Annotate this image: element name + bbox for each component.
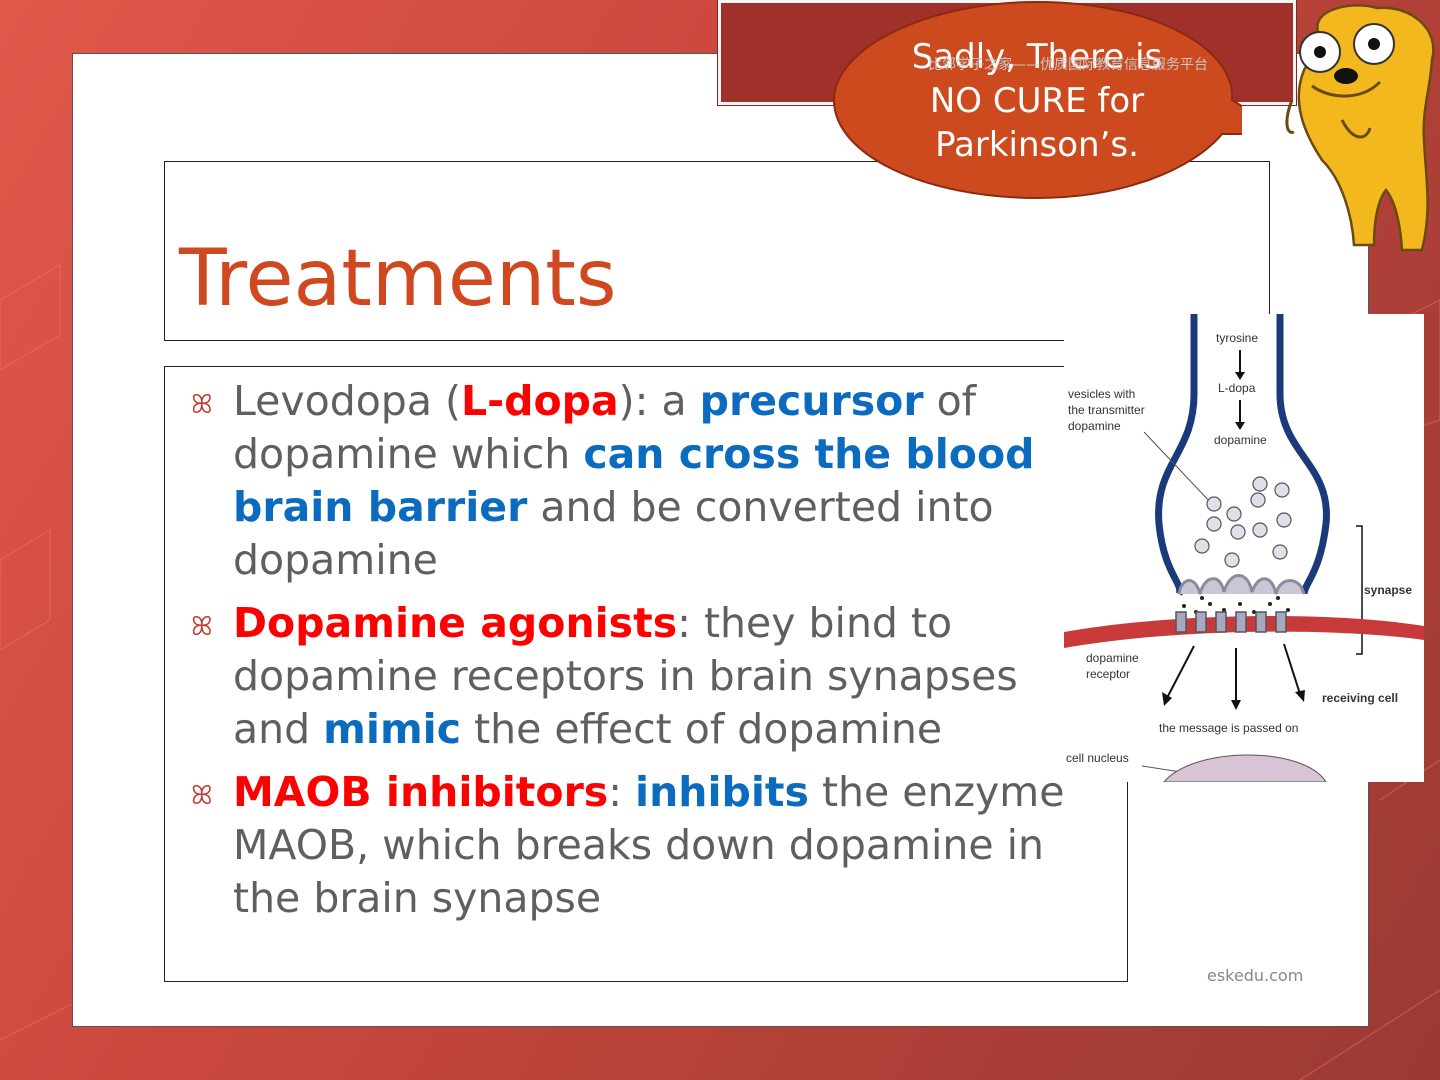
label-receptor: dopamine — [1086, 651, 1139, 665]
label-vesicles: the transmitter — [1068, 403, 1145, 417]
label-receptor: receptor — [1086, 667, 1130, 681]
bullet-text: Levodopa ( — [233, 377, 461, 425]
bullet-text: the enzyme MAOB, which breaks down dopam… — [233, 768, 1065, 922]
synapse-diagram: tyrosine L-dopa dopamine vesicles with t… — [1064, 314, 1424, 782]
fleuron-bullet-icon: ꕤ — [191, 612, 213, 642]
emphasis-blue: mimic — [323, 705, 462, 753]
bullet-text: : they bind to dopamine receptors in bra… — [233, 599, 1018, 753]
bullet-list: ꕤ Levodopa (L-dopa): a precursor of dopa… — [191, 375, 1091, 935]
speech-bubble — [832, 0, 1242, 200]
speech-line: NO CURE for — [929, 81, 1145, 121]
speech-line: Parkinson’s. — [935, 125, 1139, 165]
speech-bubble-text: Sadly, There is NO CURE for Parkinson’s. — [862, 35, 1212, 167]
label-dopamine: dopamine — [1214, 433, 1267, 447]
emphasis-red: Dopamine agonists — [233, 599, 678, 647]
title-placeholder: Treatments — [164, 161, 1270, 341]
bullet-maob: ꕤ MAOB inhibitors: inhibits the enzyme M… — [191, 766, 1091, 925]
content-placeholder: ꕤ Levodopa (L-dopa): a precursor of dopa… — [164, 366, 1128, 982]
bullet-text: the effect of dopamine — [461, 705, 943, 753]
bullet-text: and be converted into dopamine — [233, 483, 994, 584]
bullet-text: ): a — [618, 377, 700, 425]
footer-source: eskedu.com — [1207, 966, 1304, 985]
label-receiving-cell: receiving cell — [1322, 691, 1398, 705]
cartoon-dog-character — [1285, 4, 1435, 252]
watermark: 比邻学子之家——优质国际教育信息服务平台 — [928, 57, 1208, 73]
label-synapse: synapse — [1364, 583, 1412, 597]
bullet-text: : — [608, 768, 636, 816]
fleuron-bullet-icon: ꕤ — [191, 390, 213, 420]
label-nucleus: cell nucleus — [1066, 751, 1129, 765]
emphasis-red: L-dopa — [460, 377, 619, 425]
label-tyrosine: tyrosine — [1216, 331, 1258, 345]
fleuron-bullet-icon: ꕤ — [191, 781, 213, 811]
bullet-levodopa: ꕤ Levodopa (L-dopa): a precursor of dopa… — [191, 375, 1091, 587]
label-message: the message is passed on — [1159, 721, 1298, 735]
label-vesicles: dopamine — [1068, 419, 1121, 433]
emphasis-blue: inhibits — [635, 768, 809, 816]
bullet-text: of dopamine which — [233, 377, 977, 478]
page-title: Treatments — [179, 234, 617, 324]
speech-line: Sadly, There is — [911, 37, 1163, 77]
emphasis-blue: precursor — [699, 377, 924, 425]
emphasis-blue: can cross the blood brain barrier — [233, 430, 1035, 531]
label-ldopa: L-dopa — [1218, 381, 1256, 395]
label-vesicles: vesicles with — [1068, 387, 1135, 401]
bullet-agonists: ꕤ Dopamine agonists: they bind to dopami… — [191, 597, 1091, 756]
emphasis-red: MAOB inhibitors — [233, 768, 609, 816]
